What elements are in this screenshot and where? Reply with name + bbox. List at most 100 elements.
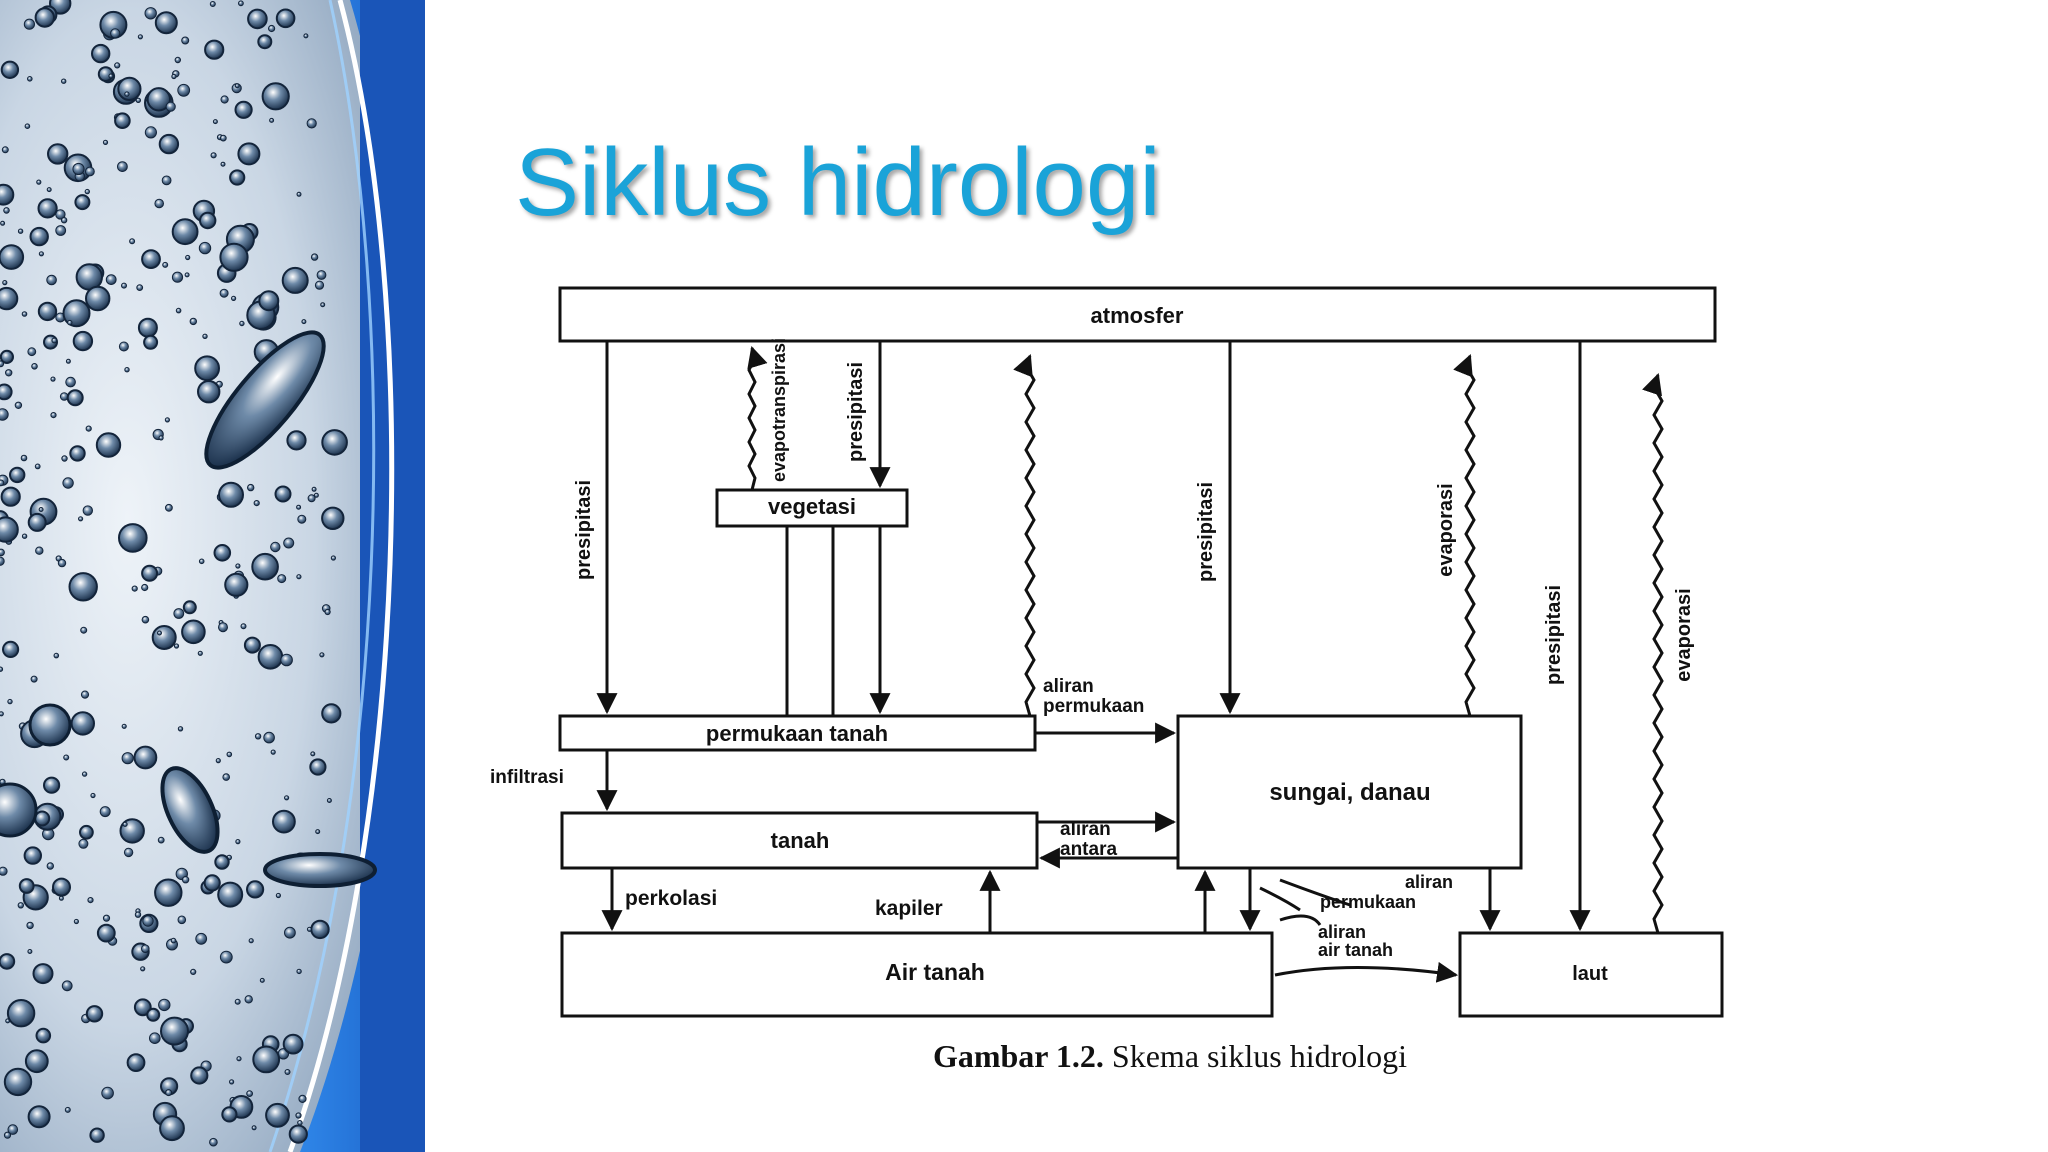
curve-aliran-3 — [1259, 886, 1301, 912]
water-droplet — [117, 161, 128, 173]
water-droplet — [80, 690, 90, 699]
water-droplet — [159, 1115, 185, 1142]
water-droplet — [3, 1131, 12, 1139]
water-droplet — [46, 187, 52, 193]
water-droplet — [202, 333, 208, 339]
water-droplet — [177, 915, 187, 925]
arrow-evaporasi-2 — [1642, 373, 1664, 934]
water-droplet — [0, 383, 13, 401]
water-droplet — [319, 652, 325, 658]
water-droplet — [263, 731, 275, 744]
label-presipitasi-3: presipitasi — [1195, 482, 1217, 582]
water-droplet — [154, 198, 164, 209]
water-droplet — [189, 317, 198, 326]
water-droplet — [27, 1105, 51, 1129]
water-droplet — [64, 1106, 71, 1113]
water-droplet — [123, 847, 134, 858]
water-droplet — [101, 1086, 114, 1100]
water-droplet — [3, 1067, 33, 1097]
water-droplet — [118, 341, 129, 352]
water-droplet — [35, 1027, 52, 1044]
water-droplet — [114, 62, 121, 69]
water-droplet — [296, 504, 302, 510]
water-droplet — [26, 921, 34, 930]
water-droplet — [89, 1127, 105, 1143]
water-droplet — [18, 878, 35, 894]
water-droplet — [32, 963, 54, 985]
water-droplet — [63, 754, 70, 761]
water-droplet — [321, 506, 345, 530]
water-droplet — [234, 998, 241, 1005]
water-droplet — [214, 854, 230, 870]
water-droplet — [65, 358, 71, 364]
water-droplet — [310, 751, 316, 757]
water-droplet — [165, 503, 173, 512]
water-droplet — [27, 76, 33, 82]
water-droplet — [34, 463, 41, 470]
water-droplet — [203, 874, 221, 892]
water-droplet — [274, 485, 292, 503]
water-droplet — [198, 241, 212, 255]
water-droplet — [244, 995, 253, 1004]
box-air-tanah — [560, 931, 1274, 1018]
water-droplet — [246, 880, 265, 899]
water-droplet — [144, 126, 157, 139]
water-droplet — [9, 466, 26, 484]
water-droplet — [251, 552, 279, 581]
water-droplet — [141, 249, 161, 270]
label-permukaan-tanah: permukaan tanah — [706, 721, 888, 746]
water-droplet — [226, 751, 233, 758]
water-droplet — [209, 1, 216, 7]
water-droplet — [84, 188, 91, 195]
water-droplet — [95, 432, 122, 458]
water-droplet — [173, 608, 185, 619]
water-droplet — [0, 479, 5, 487]
water-droplet — [141, 583, 149, 592]
water-droplet — [133, 745, 158, 770]
water-droplet — [218, 622, 228, 633]
water-droplet — [2, 280, 8, 286]
water-droplet — [295, 1112, 302, 1119]
water-droplet — [62, 477, 74, 489]
water-droplet — [220, 95, 229, 104]
water-droplet — [131, 585, 138, 592]
label-aliran-antara-b: antara — [1060, 839, 1117, 860]
water-droplet — [296, 191, 302, 197]
water-droplet — [47, 143, 69, 165]
water-droplet — [162, 261, 169, 268]
water-droplet — [247, 483, 255, 492]
water-droplet — [0, 408, 9, 421]
water-droplet — [213, 544, 232, 562]
water-droplet — [252, 1045, 281, 1074]
label-evaporasi-2: evaporasi — [1673, 588, 1695, 681]
water-droplet — [272, 809, 296, 834]
water-droplet — [105, 274, 117, 286]
water-droplet — [212, 119, 218, 125]
water-droplet — [133, 998, 152, 1017]
water-droplet — [78, 838, 89, 849]
water-drops-image — [0, 0, 425, 1152]
water-droplet — [174, 56, 182, 64]
water-droplet — [219, 950, 233, 964]
water-droplet — [154, 878, 183, 907]
water-droplet — [235, 563, 241, 569]
water-droplet — [135, 97, 142, 104]
water-droplet — [246, 1090, 254, 1097]
water-droplet — [284, 795, 290, 801]
water-droplet — [277, 574, 287, 584]
water-droplet — [164, 417, 170, 423]
water-droplet — [219, 134, 227, 142]
water-droplet — [209, 1137, 218, 1147]
water-droplet — [21, 311, 28, 317]
water-droplet — [142, 915, 154, 927]
water-droplet — [24, 1049, 49, 1074]
water-droplet — [23, 18, 35, 30]
water-droplet — [190, 968, 197, 976]
water-droplet — [261, 82, 290, 111]
water-droplet — [198, 558, 205, 565]
water-droplet — [270, 749, 276, 755]
water-droplet — [2, 640, 20, 659]
water-droplet — [0, 220, 6, 226]
water-droplet — [173, 643, 180, 649]
water-droplet — [257, 34, 273, 50]
